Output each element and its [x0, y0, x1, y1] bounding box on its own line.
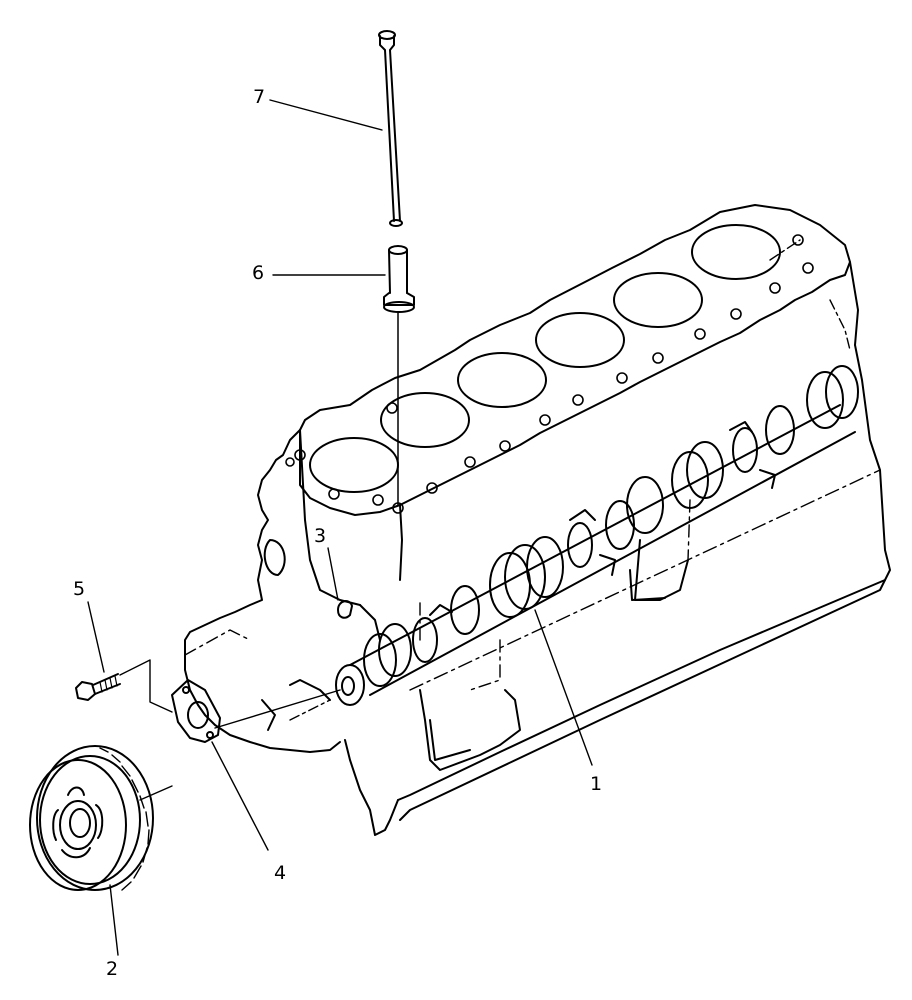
cylinder-block — [184, 204, 891, 836]
thrust-plate — [171, 679, 221, 743]
callout-1-camshaft: 1 — [590, 773, 603, 795]
callout-6-tappet: 6 — [252, 262, 265, 284]
callout-7-push-rod: 7 — [253, 86, 266, 108]
camshaft — [335, 365, 859, 706]
callout-2-gear: 2 — [106, 958, 119, 980]
callout-4-thrust-plate: 4 — [274, 862, 287, 884]
woodruff-key — [337, 600, 353, 619]
push-rod — [378, 30, 403, 227]
assembly-lines — [87, 99, 593, 956]
mounting-bolt — [75, 673, 121, 701]
callout-5-bolt: 5 — [73, 578, 86, 600]
valve-tappet — [383, 245, 415, 506]
camshaft-gear — [29, 745, 154, 891]
callout-3-key: 3 — [314, 525, 327, 547]
